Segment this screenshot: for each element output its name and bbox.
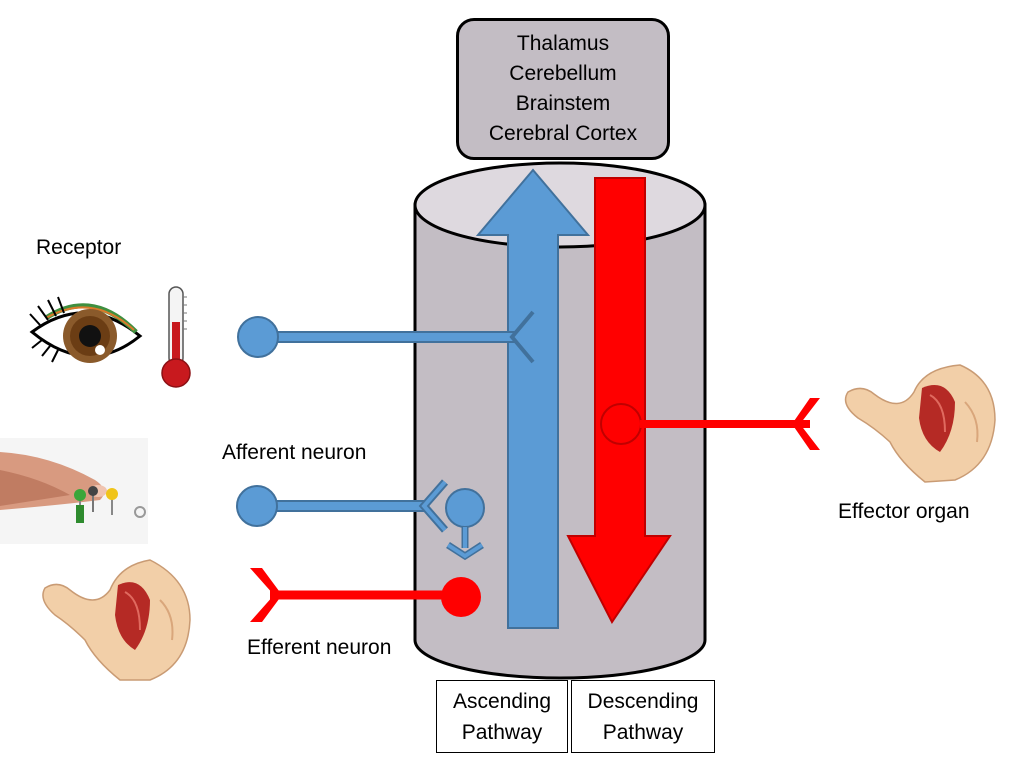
efferent-neuron-label: Efferent neuron <box>247 636 392 659</box>
arm-muscle-icon <box>42 559 191 681</box>
brain-structures-box: Thalamus Cerebellum Brainstem Cerebral C… <box>456 18 670 160</box>
afferent-neuron-label: Afferent neuron <box>222 441 367 464</box>
brain-structure-cerebral-cortex: Cerebral Cortex <box>488 122 638 145</box>
eye-icon <box>29 296 143 363</box>
ascending-pathway-line2: Pathway <box>461 720 543 744</box>
descending-arrow <box>566 177 672 624</box>
receptor-label: Receptor <box>36 236 122 259</box>
descending-pathway-line2: Pathway <box>602 720 684 744</box>
effector-organ-arm-icon <box>844 364 996 483</box>
ascending-pathway-box: Ascending Pathway <box>436 680 568 753</box>
ascending-arrow <box>475 168 591 629</box>
interneuron <box>445 488 485 561</box>
brain-structure-cerebellum: Cerebellum <box>509 62 617 85</box>
descending-pathway-line1: Descending <box>587 689 699 713</box>
thermometer-icon <box>161 286 191 388</box>
afferent-neuron-upper <box>237 310 535 364</box>
efferent-neuron-lower <box>250 568 481 622</box>
finger-touching-pin-icon <box>0 438 148 544</box>
brain-structure-thalamus: Thalamus <box>516 32 610 55</box>
ascending-pathway-line1: Ascending <box>452 689 552 713</box>
brain-structure-brainstem: Brainstem <box>515 92 611 115</box>
efferent-neuron-upper <box>600 398 820 450</box>
afferent-neuron-lower <box>236 479 449 533</box>
descending-pathway-box: Descending Pathway <box>571 680 715 753</box>
effector-organ-label: Effector organ <box>838 500 970 523</box>
